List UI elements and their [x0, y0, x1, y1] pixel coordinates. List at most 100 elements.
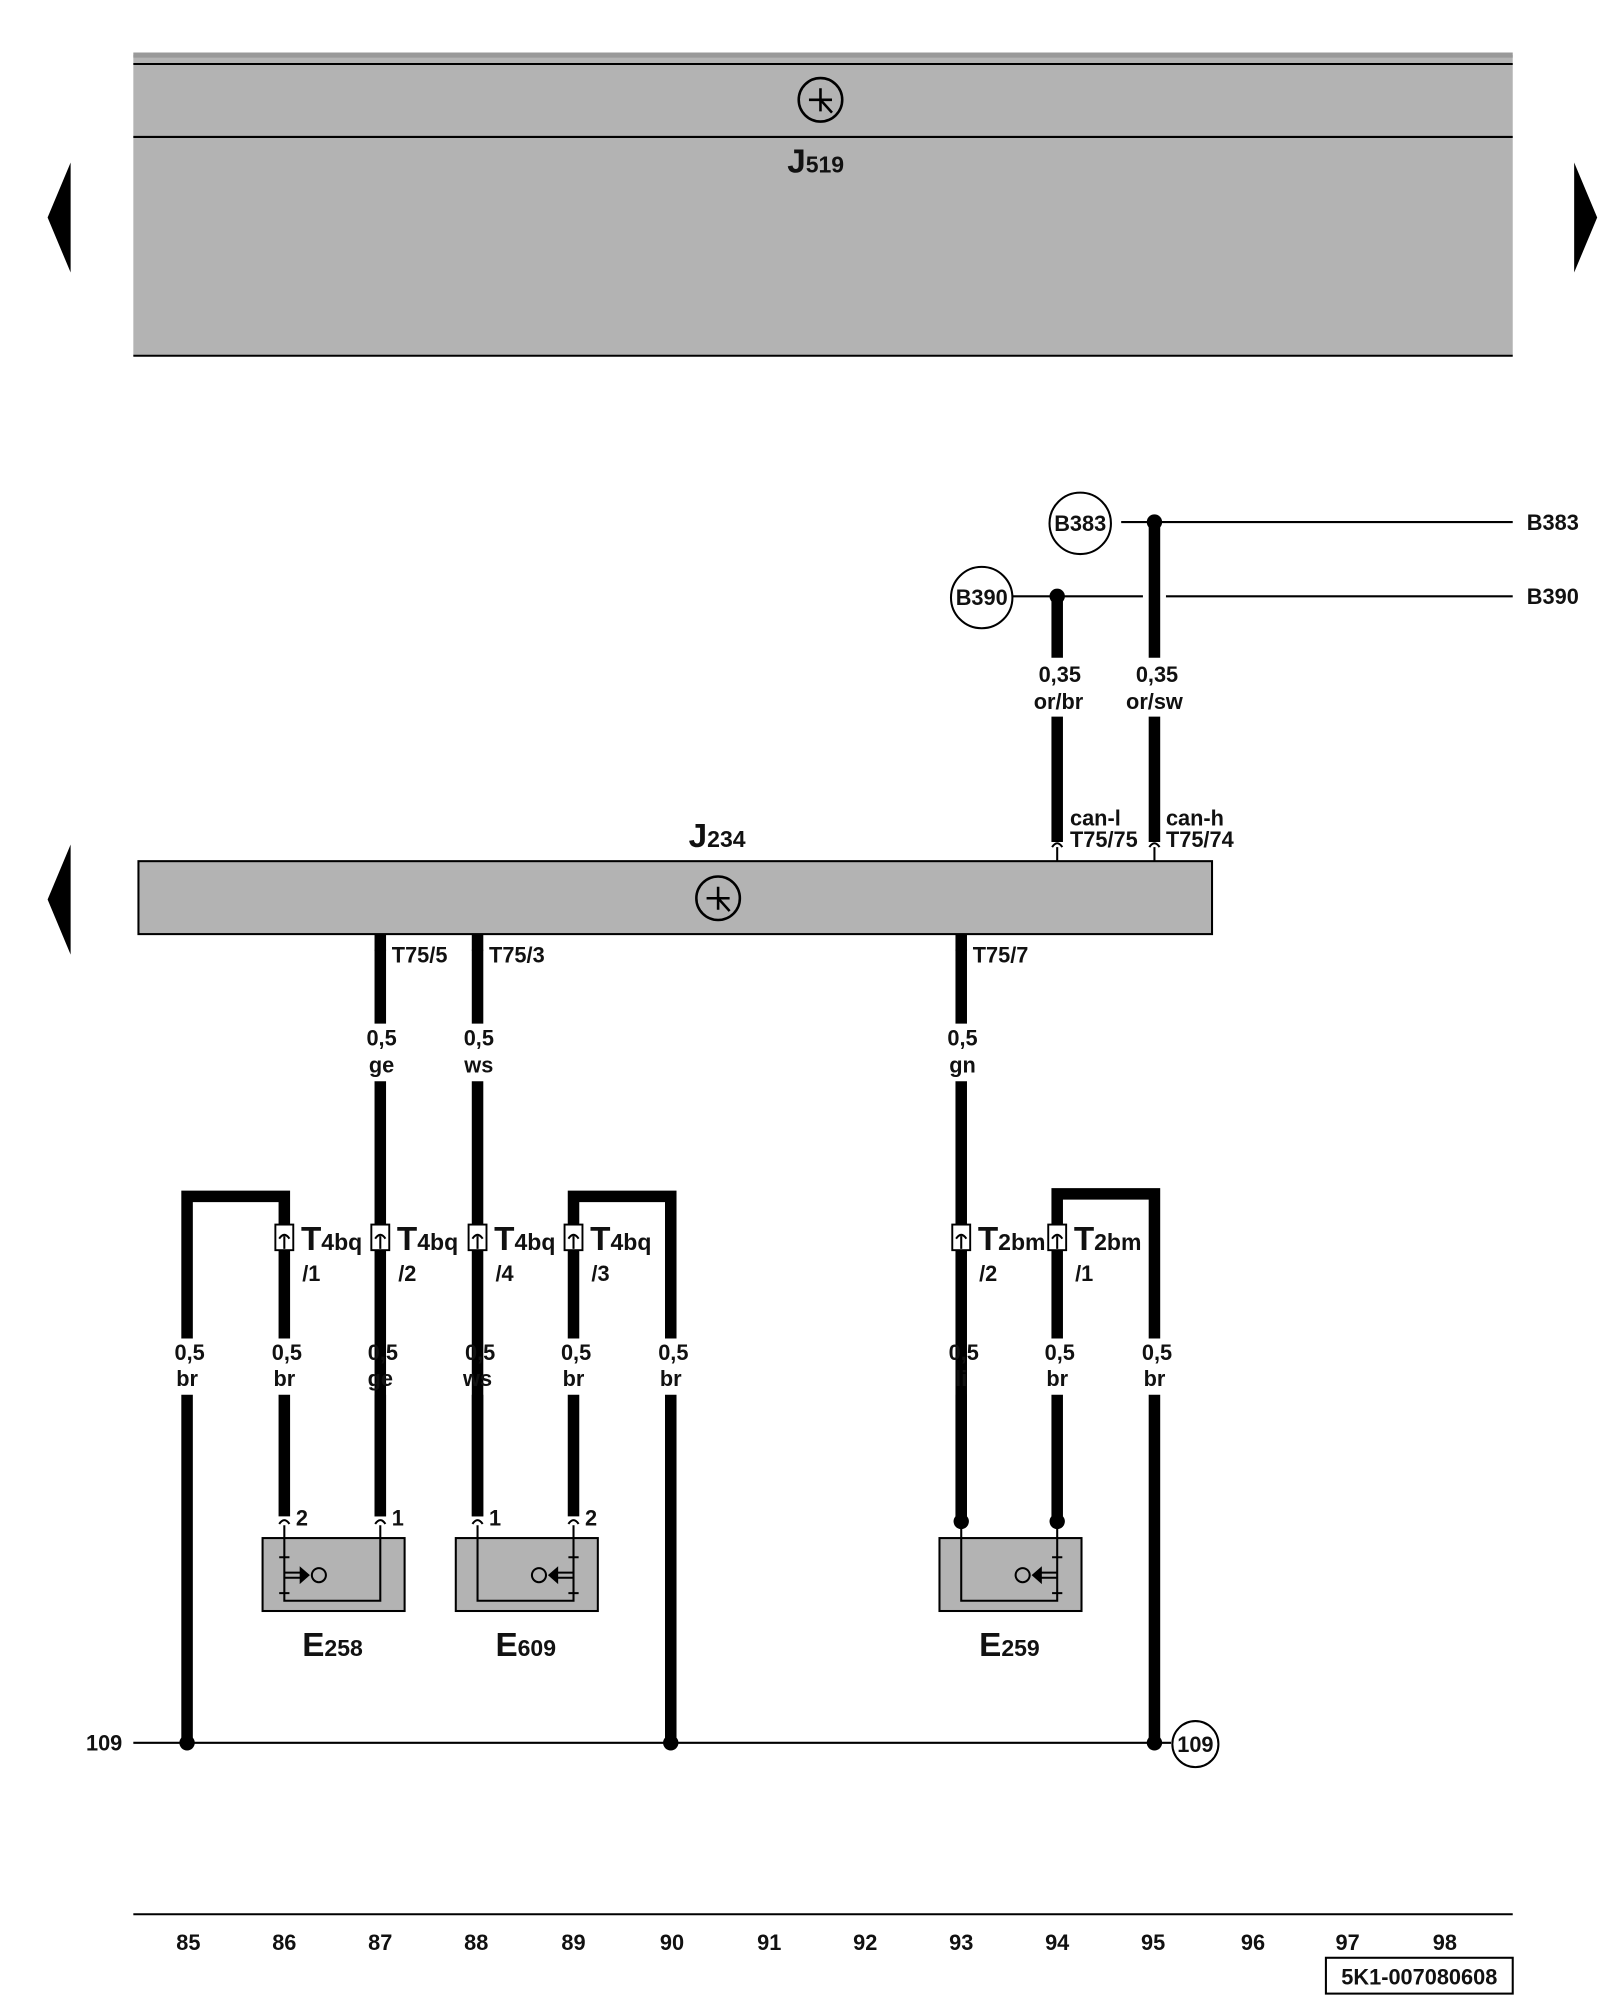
module-label: J519	[787, 144, 844, 181]
wire-color: br	[660, 1366, 682, 1391]
connector[interactable]: T4bq/3	[563, 1221, 652, 1286]
module-j234[interactable]: J234	[137, 818, 1214, 936]
b390-line-label: B390	[1527, 584, 1579, 609]
pushbutton-switch-icon	[530, 1556, 579, 1595]
column-number: 86	[272, 1930, 296, 1955]
b383-line-label: B383	[1527, 510, 1579, 535]
column-number: 95	[1141, 1930, 1165, 1955]
wire-color: br	[563, 1366, 585, 1391]
document-id: 5K1-007080608	[1341, 1965, 1497, 1990]
wire-color: ge	[368, 1366, 393, 1391]
component-pin: 1	[392, 1505, 404, 1530]
wire-size: 0,5	[658, 1340, 688, 1365]
connector-pin: /1	[302, 1261, 320, 1286]
connector-label: T4bq	[590, 1221, 651, 1258]
component-pin: 1	[489, 1505, 501, 1530]
wire-color: or/br	[1034, 689, 1084, 714]
control-unit-symbol-icon	[797, 76, 844, 123]
column-number: 97	[1336, 1930, 1360, 1955]
column-number: 85	[176, 1930, 200, 1955]
pushbutton-switch-icon	[1014, 1556, 1063, 1595]
connector-pin: /2	[398, 1261, 416, 1286]
column-number: 88	[464, 1930, 488, 1955]
wire-color: or/sw	[1126, 689, 1183, 714]
column-numbers: 85 86 87 88 89 90 91 92 93 94 95 96 97 98	[176, 1930, 1457, 1955]
connector-label: T2bm	[978, 1221, 1046, 1258]
prev-page-arrow-icon[interactable]	[47, 844, 71, 955]
component-label: E609	[495, 1627, 556, 1664]
wire-size: 0,5	[561, 1340, 591, 1365]
b390-connection-label: B390	[956, 585, 1008, 610]
signal-label: can-l	[1070, 805, 1121, 830]
wire-size: 0,5	[1045, 1340, 1075, 1365]
wire-size: 0,5	[949, 1340, 979, 1365]
ground-label: 109	[86, 1730, 122, 1755]
wire-color: ws	[463, 1052, 493, 1077]
wire-size: 0,35	[1039, 662, 1081, 687]
wire-size: 0,35	[1136, 662, 1178, 687]
pin-label: T75/74	[1166, 827, 1234, 852]
pushbutton-switch-icon	[279, 1556, 327, 1595]
component-label: E258	[302, 1627, 363, 1664]
column-number: 96	[1241, 1930, 1265, 1955]
connector[interactable]: T4bq/4	[467, 1221, 556, 1286]
wire-size: 0,5	[947, 1025, 977, 1050]
prev-page-arrow-icon[interactable]	[47, 162, 71, 273]
connector-pin: /3	[591, 1261, 609, 1286]
wire-size: 0,5	[465, 1340, 495, 1365]
column-number: 92	[853, 1930, 877, 1955]
wire-color: ws	[462, 1366, 492, 1391]
wire-color: br	[1144, 1366, 1166, 1391]
component-pin: 2	[585, 1505, 597, 1530]
column-number: 94	[1045, 1930, 1069, 1955]
wire-size: 0,5	[272, 1340, 302, 1365]
wire-color: ge	[369, 1052, 394, 1077]
control-unit-symbol-icon	[695, 875, 742, 922]
wire-color: br	[1046, 1366, 1068, 1391]
wire-color: li	[955, 1366, 967, 1391]
wire-color: br	[176, 1366, 198, 1391]
pin-label: T75/3	[489, 942, 545, 967]
column-number: 89	[561, 1930, 585, 1955]
connector-label: T2bm	[1074, 1221, 1142, 1258]
component-label: E259	[979, 1627, 1040, 1664]
b383-connection-label: B383	[1054, 511, 1106, 536]
connector-pin: /4	[495, 1261, 513, 1286]
module-label: J234	[689, 818, 746, 855]
wire-size: 0,5	[464, 1025, 494, 1050]
component-e609[interactable]: E609	[454, 1525, 599, 1664]
column-number: 93	[949, 1930, 973, 1955]
column-number: 90	[660, 1930, 684, 1955]
pin-label: T75/7	[973, 942, 1029, 967]
column-number: 98	[1433, 1930, 1457, 1955]
component-e258[interactable]: E258	[261, 1525, 406, 1664]
connector[interactable]: T2bm/1	[1047, 1221, 1142, 1286]
connector[interactable]: T4bq/2	[370, 1221, 458, 1286]
ground-line: 109 109	[86, 1720, 1220, 1769]
component-pin: 2	[296, 1505, 308, 1530]
wire-size: 0,5	[368, 1340, 398, 1365]
signal-label: can-h	[1166, 805, 1224, 830]
pin-label: T75/5	[392, 942, 448, 967]
pin-label: T75/75	[1070, 827, 1138, 852]
wire-size: 0,5	[175, 1340, 205, 1365]
next-page-arrow-icon[interactable]	[1574, 162, 1598, 273]
connector-label: T4bq	[301, 1221, 362, 1258]
wire-size: 0,5	[366, 1025, 396, 1050]
connector-label: T4bq	[397, 1221, 458, 1258]
connector[interactable]: T2bm/2	[951, 1221, 1046, 1286]
can-bus: B383 B383 B390 B390 0,35 or/br 0,35 or/s…	[949, 491, 1579, 862]
wire-color: gn	[949, 1052, 976, 1077]
column-number: 87	[368, 1930, 392, 1955]
connector-pin: /2	[979, 1261, 997, 1286]
column-number: 91	[757, 1930, 781, 1955]
connector[interactable]: T4bq/1	[274, 1221, 362, 1286]
connector-pin: /1	[1075, 1261, 1093, 1286]
wiring-body: T75/50,5geT75/30,5wsT75/70,5gnT4bq/1T4bq…	[175, 934, 1172, 1743]
component-e259[interactable]: E259	[938, 1525, 1083, 1664]
wire-color: br	[273, 1366, 295, 1391]
module-j519[interactable]: J519	[133, 52, 1513, 357]
ground-connection-label: 109	[1177, 1732, 1213, 1757]
connector-label: T4bq	[494, 1221, 555, 1258]
